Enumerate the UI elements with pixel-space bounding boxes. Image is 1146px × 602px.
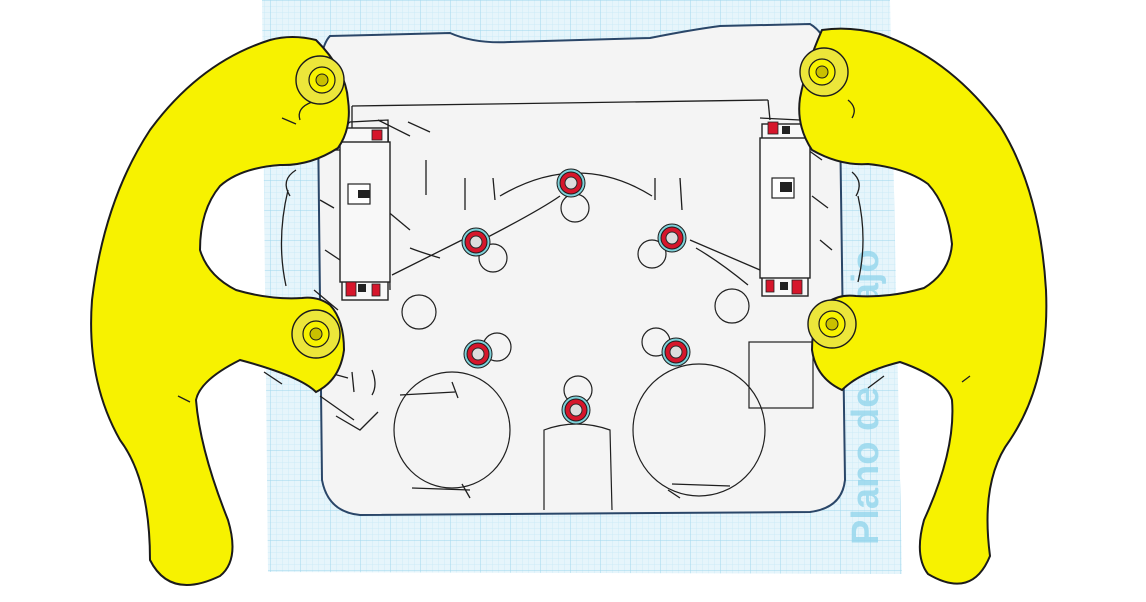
push-button-1[interactable] — [556, 168, 586, 198]
push-button-3[interactable] — [657, 223, 687, 253]
bolt-top-right — [799, 47, 849, 97]
right-grip[interactable] — [798, 27, 1048, 585]
toggle-switch-left[interactable] — [337, 119, 391, 301]
cutout-circles — [393, 193, 814, 511]
bolt-top-left — [295, 55, 345, 105]
bolt-bottom-right — [807, 299, 857, 349]
left-grip[interactable] — [90, 36, 350, 586]
push-button-2[interactable] — [461, 227, 491, 257]
push-button-4[interactable] — [463, 339, 493, 369]
workplane-label: Plano de trabajo — [845, 249, 887, 545]
bolt-bottom-left — [291, 309, 341, 359]
toggle-switch-right[interactable] — [759, 117, 813, 297]
push-button-5[interactable] — [661, 337, 691, 367]
push-button-6[interactable] — [561, 395, 591, 425]
